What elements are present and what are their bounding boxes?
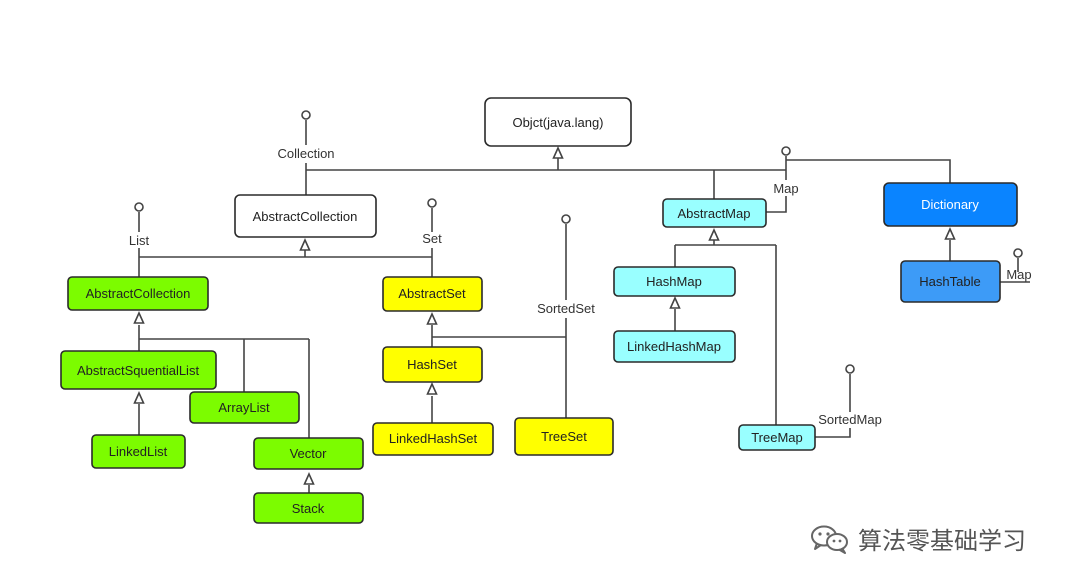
watermark-text: 算法零基础学习 <box>858 527 1026 555</box>
node-abstract-list: AbstractCollection <box>67 276 209 311</box>
edge-dictionary-up <box>786 159 951 183</box>
list-label: List <box>129 233 150 248</box>
node-hash-map: HashMap <box>613 266 736 297</box>
node-tree-map-label: TreeMap <box>751 430 803 445</box>
node-stack: Stack <box>253 492 364 524</box>
interface-markers <box>134 110 1023 374</box>
arrowhead-vector <box>303 473 315 485</box>
node-abstract-collection: AbstractCollection <box>234 194 377 238</box>
sortedmap-interface-icon <box>845 364 855 374</box>
arrowhead-abstractlist <box>133 312 145 324</box>
node-tree-map: TreeMap <box>738 424 816 451</box>
node-hash-table-label: HashTable <box>919 274 980 289</box>
arrowhead-hashset <box>426 383 438 395</box>
sortedset-label: SortedSet <box>537 301 595 316</box>
node-linked-hash-map-label: LinkedHashMap <box>627 339 721 354</box>
node-hash-table: HashTable <box>900 260 1001 303</box>
watermark: 算法零基础学习 <box>810 521 1026 556</box>
node-object-label: Objct(java.lang) <box>512 115 603 130</box>
node-hash-set-label: HashSet <box>407 357 457 372</box>
arrowhead-abstractcollection <box>299 239 311 251</box>
node-linked-hash-set: LinkedHashSet <box>372 422 494 456</box>
interface-labels: Collection List Set SortedSet Map Map So… <box>129 146 1032 427</box>
node-abstract-map: AbstractMap <box>662 198 767 228</box>
map-interface-icon <box>781 146 791 156</box>
node-hash-set: HashSet <box>382 346 483 383</box>
collection-label: Collection <box>277 146 334 161</box>
node-array-list: ArrayList <box>189 391 300 424</box>
node-object: Objct(java.lang) <box>484 97 632 147</box>
arrowhead-dictionary <box>944 228 956 240</box>
arrowhead-abstractset <box>426 313 438 325</box>
arrowhead-object <box>552 147 564 159</box>
edges <box>138 120 1030 493</box>
node-abstract-collection-label: AbstractCollection <box>253 209 358 224</box>
node-tree-set-label: TreeSet <box>541 429 587 444</box>
sortedset-interface-icon <box>561 214 571 224</box>
node-hash-map-label: HashMap <box>646 274 702 289</box>
node-linked-hash-set-label: LinkedHashSet <box>389 431 478 446</box>
node-vector-label: Vector <box>290 446 328 461</box>
arrowhead-hashmap <box>669 297 681 309</box>
collection-interface-icon <box>301 110 311 120</box>
node-stack-label: Stack <box>292 501 325 516</box>
node-abstract-sequential-list: AbstractSquentialList <box>60 350 217 390</box>
wechat-icon <box>810 524 850 554</box>
set-label: Set <box>422 231 442 246</box>
node-array-list-label: ArrayList <box>218 400 270 415</box>
arrowhead-abstractmap <box>708 229 720 241</box>
map-label: Map <box>773 181 798 196</box>
node-linked-list-label: LinkedList <box>109 444 168 459</box>
edge-map-to-abstractmap <box>766 196 787 213</box>
set-interface-icon <box>427 198 437 208</box>
node-abstract-map-label: AbstractMap <box>678 206 751 221</box>
node-abstract-set-label: AbstractSet <box>398 286 466 301</box>
list-interface-icon <box>134 202 144 212</box>
hashtable-map-interface-icon <box>1013 248 1023 258</box>
node-abstract-sequential-list-label: AbstractSquentialList <box>77 363 200 378</box>
sortedmap-label: SortedMap <box>818 412 882 427</box>
arrowhead-abstractsequentiallist <box>133 392 145 404</box>
node-abstract-set: AbstractSet <box>382 276 483 312</box>
hashtable-map-label: Map <box>1006 267 1031 282</box>
node-tree-set: TreeSet <box>514 417 614 456</box>
node-dictionary-label: Dictionary <box>921 197 979 212</box>
node-abstract-list-label: AbstractCollection <box>86 286 191 301</box>
node-vector: Vector <box>253 437 364 470</box>
node-linked-hash-map: LinkedHashMap <box>613 330 736 363</box>
node-linked-list: LinkedList <box>91 434 186 469</box>
node-dictionary: Dictionary <box>883 182 1018 227</box>
edge-sortedmap-to-treemap <box>815 428 851 438</box>
